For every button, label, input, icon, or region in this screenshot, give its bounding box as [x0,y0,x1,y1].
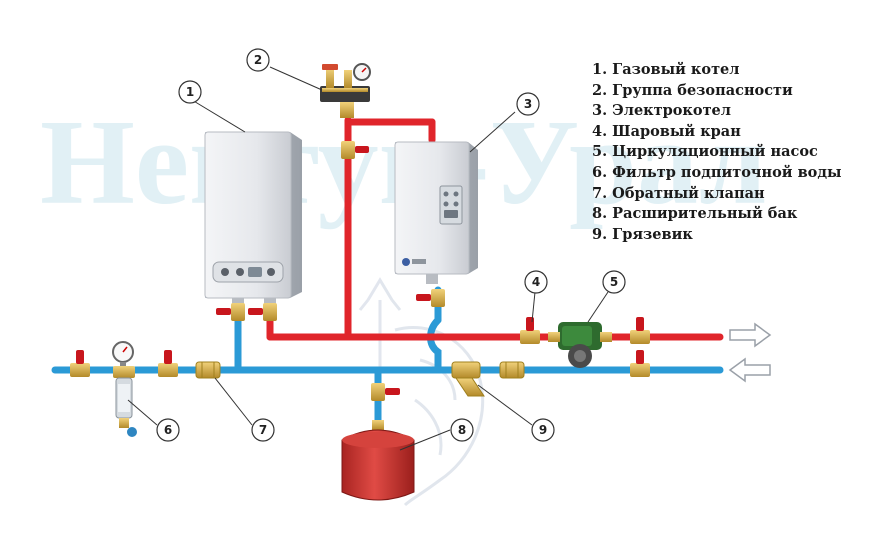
legend-item-strainer: 9. Грязевик [592,225,693,243]
callout-6: 6 [156,418,180,442]
callout-3: 3 [516,92,540,116]
legend-item-safety-group: 2. Группа безопасности [592,81,793,99]
check-valve [195,361,221,379]
callout-2: 2 [246,48,270,72]
flow-arrow-out [729,322,772,348]
svg-text:3: 3 [524,97,532,111]
ball-valves [70,141,650,401]
electric-boiler [394,141,478,284]
svg-text:2: 2 [254,53,262,67]
flow-arrow-in [728,357,771,383]
return-pipes [51,286,724,429]
callout-9: 9 [531,418,555,442]
legend: 1. Газовый котел 2. Группа безопасности … [592,60,842,245]
makeup-filter [112,341,137,437]
svg-text:4: 4 [532,275,540,289]
svg-text:6: 6 [164,423,172,437]
legend-item-circulation-pump: 5. Циркуляционный насос [592,143,818,161]
callout-5: 5 [602,270,626,294]
callout-1: 1 [178,80,202,104]
legend-item-check-valve: 7. Обратный клапан [592,184,765,202]
legend-item-gas-boiler: 1. Газовый котел [592,61,740,78]
legend-item-ball-valve: 4. Шаровый кран [592,122,741,140]
legend-item-expansion-tank: 8. Расширительный бак [592,205,798,223]
svg-text:8: 8 [458,423,466,437]
svg-text:1: 1 [186,85,194,99]
check-valve-2 [499,361,525,379]
safety-group [320,63,371,118]
svg-text:7: 7 [259,423,267,437]
legend-item-electric-boiler: 3. Электрокотел [592,102,732,120]
gas-boiler [204,131,302,306]
callout-8: 8 [450,418,474,442]
strainer [451,361,485,397]
callout-leaders [127,66,609,451]
callout-7: 7 [251,418,275,442]
svg-text:5: 5 [610,275,618,289]
svg-text:9: 9 [539,423,547,437]
expansion-tank [341,420,415,501]
legend-item-makeup-filter: 6. Фильтр подпиточной воды [592,163,842,181]
circulation-pump [548,322,612,368]
callout-4: 4 [524,270,548,294]
